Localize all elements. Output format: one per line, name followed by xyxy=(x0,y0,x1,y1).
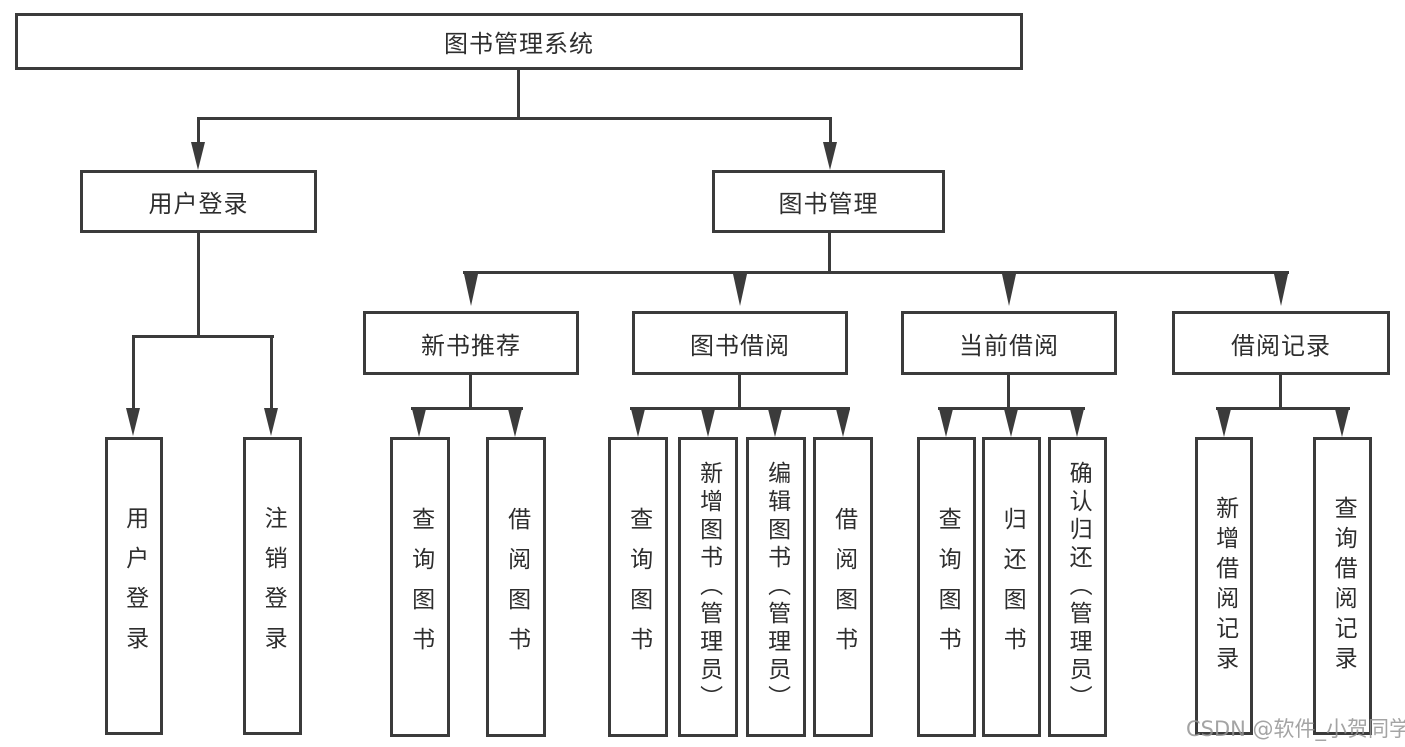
node-query-borrow-record: 查询借阅记录 xyxy=(1313,437,1372,735)
node-add-book-admin: 新增图书（管理员） xyxy=(678,437,738,737)
node-label: 借阅图书 xyxy=(503,507,530,667)
connector-drop-book-management xyxy=(829,117,832,144)
node-label: 查询借阅记录 xyxy=(1330,496,1357,676)
arrow-down-icon xyxy=(1070,409,1084,437)
connector-drop-logout-leaf xyxy=(270,335,273,409)
arrow-down-icon xyxy=(1217,409,1231,437)
node-label: 图书借阅 xyxy=(690,331,790,360)
arrow-down-icon xyxy=(126,408,140,436)
connector-borrowing-records-rail xyxy=(1216,407,1350,410)
connector-current-borrowing-rail xyxy=(938,407,1085,410)
connector-borrowing-records-stem xyxy=(1279,375,1282,410)
arrow-down-icon xyxy=(264,408,278,436)
csdn-watermark: CSDN @软件_小贺同学 xyxy=(1186,717,1405,741)
node-add-borrow-record: 新增借阅记录 xyxy=(1195,437,1253,735)
node-label: 查询图书 xyxy=(625,507,652,667)
arrow-down-icon xyxy=(939,409,953,437)
node-label: 查询图书 xyxy=(934,507,961,667)
connector-book-borrowing-rail xyxy=(630,407,850,410)
connector-new-book-rail xyxy=(411,407,523,410)
connector-current-borrowing-stem xyxy=(1007,375,1010,410)
node-label: 注销登录 xyxy=(260,506,287,666)
node-label: 查询图书 xyxy=(407,507,434,667)
node-book-borrowing: 图书借阅 xyxy=(632,311,848,375)
node-confirm-return-admin: 确认归还（管理员） xyxy=(1048,437,1107,737)
node-user-login: 用户登录 xyxy=(80,170,317,233)
connector-book-management-stem xyxy=(828,233,831,274)
connector-user-login-rail xyxy=(132,335,274,338)
arrow-down-icon xyxy=(1004,409,1018,437)
node-borrow-books-recommend: 借阅图书 xyxy=(486,437,546,737)
arrow-down-icon xyxy=(701,409,715,437)
node-label: 编辑图书（管理员） xyxy=(763,461,790,713)
node-edit-book-admin: 编辑图书（管理员） xyxy=(746,437,806,737)
node-label: 用户登录 xyxy=(148,190,249,218)
node-logout-leaf: 注销登录 xyxy=(243,437,302,735)
arrow-down-icon xyxy=(191,142,205,170)
connector-root-stem xyxy=(517,70,520,120)
node-user-login-leaf: 用户登录 xyxy=(105,437,163,735)
node-label: 新增借阅记录 xyxy=(1211,496,1238,676)
arrow-down-icon xyxy=(823,142,837,170)
node-borrowing-records: 借阅记录 xyxy=(1172,311,1390,375)
arrow-down-icon xyxy=(768,409,782,437)
node-label: 当前借阅 xyxy=(959,331,1059,360)
node-label: 借阅记录 xyxy=(1231,331,1331,360)
node-label: 图书管理 xyxy=(778,190,879,218)
connector-drop-login-leaf xyxy=(132,335,135,409)
node-label: 归还图书 xyxy=(999,507,1026,667)
arrow-down-icon xyxy=(733,274,747,306)
node-query-books-borrowing: 查询图书 xyxy=(608,437,668,737)
connector-user-login-stem xyxy=(197,233,200,338)
node-label: 新书推荐 xyxy=(421,331,521,360)
node-query-books-current: 查询图书 xyxy=(917,437,976,737)
node-label: 确认归还（管理员） xyxy=(1065,461,1092,713)
arrow-down-icon xyxy=(464,274,478,306)
connector-level2-rail xyxy=(197,117,831,120)
node-new-book-recommend: 新书推荐 xyxy=(363,311,579,375)
connector-new-book-stem xyxy=(469,375,472,410)
connector-drop-user-login xyxy=(197,117,200,144)
node-query-books-recommend: 查询图书 xyxy=(390,437,450,737)
connector-book-borrowing-stem xyxy=(738,375,741,410)
arrow-down-icon xyxy=(631,409,645,437)
arrow-down-icon xyxy=(1002,274,1016,306)
node-label: 用户登录 xyxy=(121,506,148,666)
node-borrow-books-leaf: 借阅图书 xyxy=(813,437,873,737)
node-label: 新增图书（管理员） xyxy=(695,461,722,713)
arrow-down-icon xyxy=(508,409,522,437)
node-return-books: 归还图书 xyxy=(982,437,1041,737)
arrow-down-icon xyxy=(1274,274,1288,306)
node-book-management: 图书管理 xyxy=(712,170,945,233)
connector-level3-rail xyxy=(463,271,1289,274)
node-library-system: 图书管理系统 xyxy=(15,13,1023,70)
node-label: 借阅图书 xyxy=(830,507,857,667)
arrow-down-icon xyxy=(1335,409,1349,437)
node-label: 图书管理系统 xyxy=(444,30,594,58)
arrow-down-icon xyxy=(412,409,426,437)
arrow-down-icon xyxy=(836,409,850,437)
node-current-borrowing: 当前借阅 xyxy=(901,311,1117,375)
